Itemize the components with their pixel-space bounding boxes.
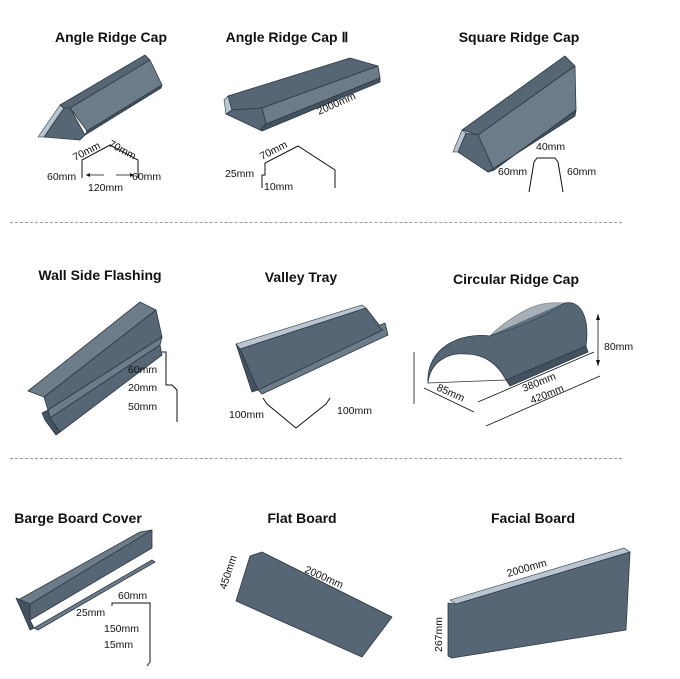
dim-25mm: 25mm bbox=[225, 168, 254, 180]
dim-60mm-right: 60mm bbox=[567, 166, 596, 178]
angle-ridge-cap-illustration bbox=[37, 54, 163, 141]
title-flat-board: Flat Board bbox=[267, 510, 337, 526]
dim-267mm: 267mm bbox=[433, 617, 445, 652]
dim-100mm-right: 100mm bbox=[337, 405, 372, 417]
circular-ridge-cap-illustration bbox=[427, 302, 589, 387]
dim-450mm: 450mm bbox=[217, 554, 239, 591]
dim-85mm: 85mm bbox=[435, 382, 467, 405]
dim-60mm: 60mm bbox=[118, 590, 147, 602]
dim-60mm-left: 60mm bbox=[498, 166, 527, 178]
dim-100mm-left: 100mm bbox=[229, 409, 264, 421]
dim-20mm: 20mm bbox=[128, 382, 157, 394]
angle-ridge-cap-profile: 70mm 70mm 60mm 120mm 60mm bbox=[47, 138, 161, 194]
dim-60mm-right: 60mm bbox=[132, 171, 161, 183]
wall-side-flashing-profile: 60mm 20mm 50mm bbox=[128, 351, 178, 422]
dim-70mm-left: 70mm bbox=[71, 140, 103, 164]
dim-80mm: 80mm bbox=[604, 341, 633, 353]
dim-150mm: 150mm bbox=[104, 623, 139, 635]
valley-tray-profile: 100mm 100mm bbox=[229, 397, 372, 429]
dim-10mm: 10mm bbox=[264, 181, 293, 193]
row-divider-1 bbox=[10, 222, 622, 223]
valley-tray-illustration bbox=[235, 304, 389, 395]
barge-board-cover-profile: 60mm 25mm 150mm 15mm bbox=[76, 590, 151, 667]
dim-60mm: 60mm bbox=[128, 364, 157, 376]
dim-70mm: 70mm bbox=[258, 139, 290, 163]
angle-ridge-cap-2-illustration bbox=[223, 57, 381, 132]
square-ridge-cap-profile: 40mm 60mm 60mm bbox=[498, 141, 596, 193]
dim-15mm: 15mm bbox=[104, 639, 133, 651]
dim-60mm-left: 60mm bbox=[47, 171, 76, 183]
title-valley-tray: Valley Tray bbox=[264, 269, 338, 285]
title-angle-ridge-cap: Angle Ridge Cap bbox=[54, 29, 168, 45]
title-barge-board-cover: Barge Board Cover bbox=[14, 510, 142, 526]
dim-50mm: 50mm bbox=[128, 401, 157, 413]
title-square-ridge-cap: Square Ridge Cap bbox=[458, 29, 580, 45]
dim-70mm-right: 70mm bbox=[107, 138, 139, 162]
dim-120mm: 120mm bbox=[88, 182, 123, 194]
title-angle-ridge-cap-2: Angle Ridge Cap Ⅱ bbox=[225, 29, 349, 45]
barge-board-cover-illustration bbox=[15, 529, 156, 631]
title-facial-board: Facial Board bbox=[490, 510, 576, 526]
facial-board-illustration: 2000mm 267mm bbox=[433, 547, 631, 659]
title-circular-ridge-cap: Circular Ridge Cap bbox=[452, 271, 580, 287]
square-ridge-cap-illustration bbox=[452, 55, 577, 173]
row-divider-2 bbox=[10, 458, 622, 459]
dim-40mm: 40mm bbox=[536, 141, 565, 153]
flat-board-illustration: 450mm 2000mm bbox=[217, 551, 393, 658]
title-wall-side-flashing: Wall Side Flashing bbox=[38, 267, 162, 283]
wall-side-flashing-illustration bbox=[27, 301, 163, 436]
dim-25mm: 25mm bbox=[76, 607, 105, 619]
